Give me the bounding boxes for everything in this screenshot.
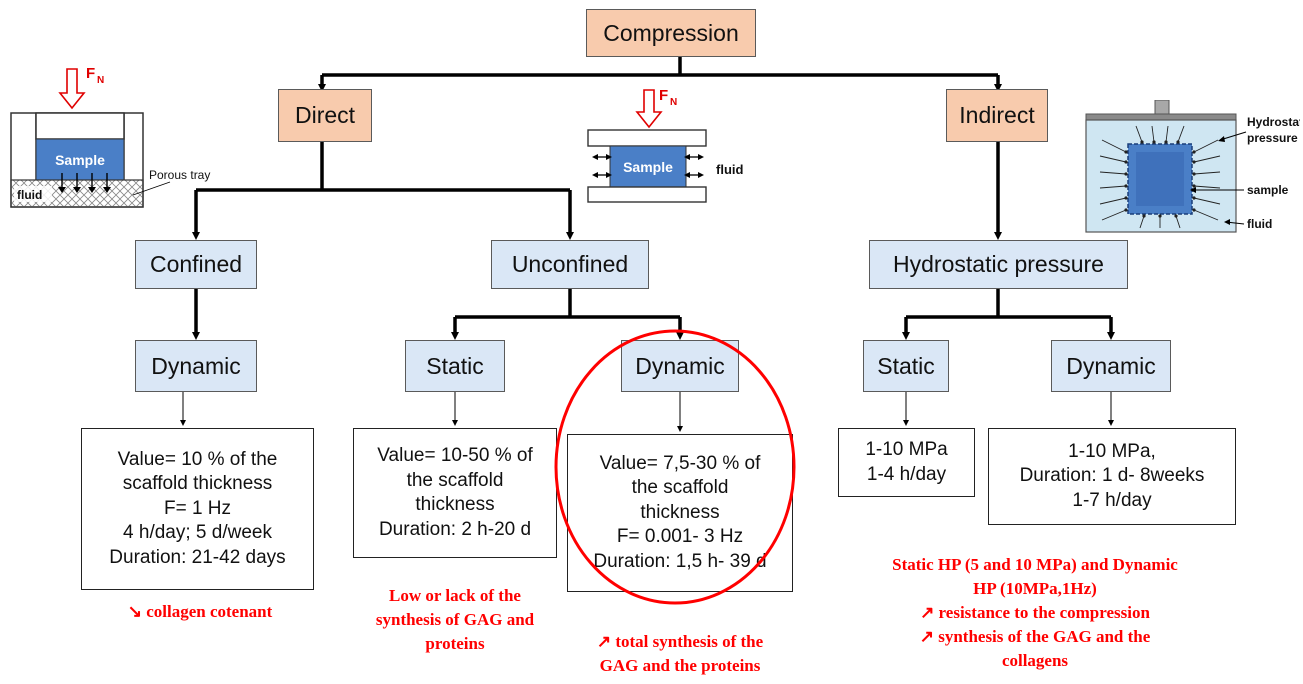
hp-dynamic-node: Dynamic xyxy=(1051,340,1171,392)
unconfined-compression-illustration: F N Sample fluid xyxy=(587,87,743,203)
confined-compression-illustration: F N Sample fluid Porous tray xyxy=(10,65,210,208)
outcome-line: Static HP (5 and 10 MPa) and Dynamic xyxy=(892,555,1178,574)
detail-line: thickness xyxy=(415,494,495,515)
sample-label: Sample xyxy=(55,152,105,168)
force-label: F xyxy=(86,65,95,82)
outcome-line: ↗ total synthesis of the xyxy=(596,632,764,651)
force-subscript: N xyxy=(670,97,677,108)
confined-node: Confined xyxy=(135,240,257,289)
outcome-line: Low or lack of the xyxy=(389,586,521,605)
detail-line: Value= 10 % of the xyxy=(117,448,278,470)
indirect-node: Indirect xyxy=(946,89,1048,142)
detail-line: Value= 10-50 % of xyxy=(377,445,533,466)
confined-dynamic-details: Value= 10 % of the scaffold thickness F=… xyxy=(81,428,314,590)
force-arrow-icon xyxy=(58,68,86,110)
sample-label: Sample xyxy=(623,159,673,175)
outcome-line: GAG and the proteins xyxy=(599,656,761,675)
force-arrow-icon xyxy=(635,89,663,129)
porous-tray-label: Porous tray xyxy=(149,168,210,182)
detail-line: F= 0.001- 3 Hz xyxy=(616,526,744,548)
detail-line: 1-4 h/day xyxy=(866,463,947,485)
detail-line: thickness xyxy=(640,501,720,523)
unconfined-static-details: Value= 10-50 % of the scaffold thickness… xyxy=(353,428,557,558)
hydrostatic-illustration: Hydrostatic pressure sample fluid xyxy=(1085,100,1300,233)
unconfined-static-outcome: Low or lack of the synthesis of GAG and … xyxy=(340,584,570,656)
hp-static-details: 1-10 MPa 1-4 h/day xyxy=(838,428,975,497)
outcome-line: ↗ resistance to the compression xyxy=(920,603,1150,622)
detail-line: Duration: 1 d- 8weeks xyxy=(1019,465,1205,487)
outcome-line: synthesis of GAG and xyxy=(375,610,535,629)
unconfined-node: Unconfined xyxy=(491,240,649,289)
outcome-line: proteins xyxy=(425,634,485,653)
pressure-label: pressure xyxy=(1247,131,1298,145)
outcome-line: HP (10MPa,1Hz) xyxy=(973,579,1097,598)
detail-line: 4 h/day; 5 d/week xyxy=(123,522,272,544)
detail-line: 1-10 MPa, xyxy=(1068,440,1156,462)
detail-line: the scaffold xyxy=(631,477,729,499)
fluid-label: fluid xyxy=(716,162,743,177)
force-subscript: N xyxy=(97,75,104,86)
direct-node: Direct xyxy=(278,89,372,142)
detail-line: 1-7 h/day xyxy=(1072,489,1152,511)
confined-outcome: ↘ collagen cotenant xyxy=(100,600,300,624)
detail-line: scaffold thickness xyxy=(122,473,273,495)
outcome-line: ↗ synthesis of the GAG and the xyxy=(919,627,1151,646)
unconfined-dynamic-outcome: ↗ total synthesis of the GAG and the pro… xyxy=(560,630,800,678)
hp-static-node: Static xyxy=(863,340,949,392)
detail-line: 1-10 MPa xyxy=(865,439,948,460)
hp-dynamic-details: 1-10 MPa, Duration: 1 d- 8weeks 1-7 h/da… xyxy=(988,428,1236,525)
force-label: F xyxy=(659,87,668,104)
sample-label: sample xyxy=(1247,183,1289,197)
detail-line: the scaffold xyxy=(406,469,504,491)
outcome-line: ↘ collagen cotenant xyxy=(127,602,273,621)
pressure-label: Hydrostatic xyxy=(1247,115,1300,129)
detail-line: Duration: 1,5 h- 39 d xyxy=(593,550,767,572)
unconfined-static-node: Static xyxy=(405,340,505,392)
hydrostatic-pressure-node: Hydrostatic pressure xyxy=(869,240,1128,289)
fluid-label: fluid xyxy=(17,188,42,202)
highlight-ellipse xyxy=(554,329,796,605)
unconfined-dynamic-node: Dynamic xyxy=(621,340,739,392)
hydrostatic-outcome: Static HP (5 and 10 MPa) and Dynamic HP … xyxy=(855,553,1215,673)
detail-line: Value= 7,5-30 % of xyxy=(599,452,761,474)
confined-dynamic-node: Dynamic xyxy=(135,340,257,392)
outcome-line: collagens xyxy=(1001,651,1069,670)
detail-line: Duration: 2 h-20 d xyxy=(378,518,532,540)
detail-line: F= 1 Hz xyxy=(163,497,232,519)
fluid-label: fluid xyxy=(1247,217,1272,231)
detail-line: Duration: 21-42 days xyxy=(109,546,286,568)
compression-node: Compression xyxy=(586,9,756,57)
